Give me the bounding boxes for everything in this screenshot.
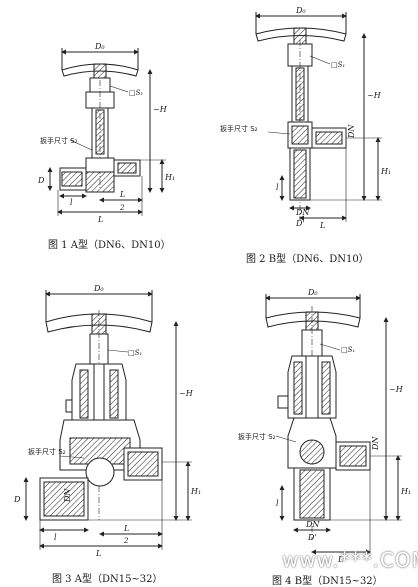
fig3-Lhalf-bot: 2 (123, 537, 129, 545)
fig2-wrench-label: 扳手尺寸 S₂ (220, 124, 258, 133)
fig3-d0-label: D₀ (93, 284, 104, 293)
figure-3-drawing (23, 290, 192, 550)
fig3-d-label: D (13, 495, 21, 504)
fig3-s1-label: □S₁ (128, 349, 142, 357)
fig3-wrench-label: 扳手尺寸 S₂ (28, 447, 66, 456)
fig3-h-label: ~H (179, 389, 194, 398)
fig2-h1-label: H₁ (380, 167, 391, 176)
fig2-L-label: L (319, 221, 325, 230)
fig4-h-label: ~H (389, 385, 404, 394)
fig1-d0-label: D₀ (94, 42, 105, 51)
figure-1-drawing (47, 48, 166, 216)
fig2-dn-side-label: DN (347, 124, 356, 139)
fig3-dn-label: DN (63, 488, 72, 503)
fig4-s1-label: □S₁ (341, 346, 355, 354)
fig2-dprime-label: D' (295, 219, 305, 228)
fig1-l-label: l (70, 198, 73, 207)
fig1-d-label: D (37, 176, 45, 185)
fig4-dn-side-label: DN (371, 436, 380, 451)
fig2-l-label: l (276, 183, 279, 192)
fig1-Lhalf-bot: 2 (119, 204, 125, 212)
figure-1-caption: 图 1 A型（DN6、DN10） (48, 240, 171, 251)
figure-3-caption: 图 3 A型（DN15~32） (52, 574, 163, 585)
fig3-L-label: L (95, 549, 101, 558)
fig1-L-label: L (97, 215, 103, 224)
fig1-h1-label: H₁ (164, 173, 175, 182)
figure-4-drawing (265, 294, 402, 556)
fig1-s1-label: □S₁ (129, 89, 143, 97)
fig1-Lhalf-top: L (119, 190, 125, 199)
figure-2-drawing (255, 12, 382, 222)
fig4-l-label: l (276, 499, 279, 508)
fig4-wrench-label: 扳手尺寸 S₂ (238, 432, 276, 441)
fig4-L-label: L (337, 555, 343, 564)
fig2-s1-label: □S₁ (331, 61, 345, 69)
fig3-Lhalf-top: L (123, 524, 129, 533)
fig2-d0-label: D₀ (295, 6, 306, 15)
fig2-dn-label: DN (295, 208, 310, 217)
figure-4-caption: 图 4 B型（DN15~32） (272, 576, 383, 587)
fig3-h1-label: H₁ (190, 487, 201, 496)
fig1-wrench-label: 扳手尺寸 S₂ (40, 136, 78, 145)
fig3-l-label: l (54, 533, 57, 542)
fig4-d0-label: D₀ (307, 288, 318, 297)
fig2-h-label: ~H (367, 91, 382, 100)
watermark-text: www.***.COM (282, 548, 418, 572)
fig1-h-label: ~H (153, 105, 168, 114)
fig4-dn-label: DN (305, 520, 320, 529)
fig4-h1-label: H₁ (400, 487, 411, 496)
figure-2-caption: 图 2 B型（DN6、DN10） (246, 254, 369, 265)
fig4-dprime-label: D' (307, 533, 317, 542)
